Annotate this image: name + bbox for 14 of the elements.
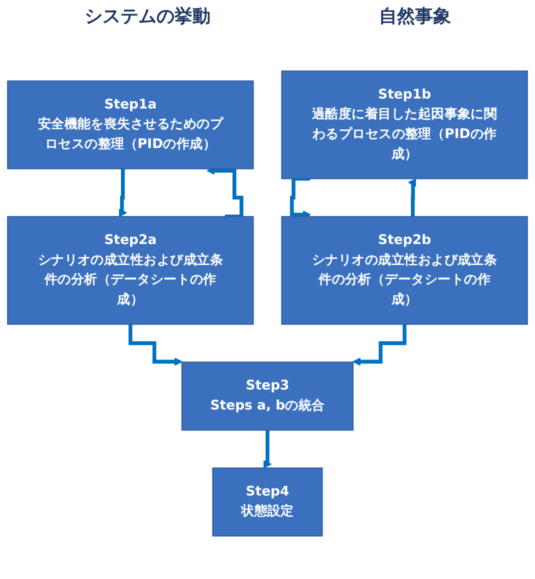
node-box: Step3 Steps a, bの統合: [181, 362, 354, 431]
node-box: Step1a 安全機能を喪失させるためのプロセスの整理（PIDの作成）: [7, 80, 254, 170]
arrow: [128, 322, 182, 366]
arrow: [118, 166, 128, 217]
column-heading: システムの挙動: [84, 5, 210, 28]
arrow: [352, 322, 406, 366]
node-box: Step2b シナリオの成立性および成立条件の分析（データシートの作成）: [281, 216, 528, 325]
arrow: [408, 178, 416, 218]
node-box: Step2a シナリオの成立性および成立条件の分析（データシートの作成）: [7, 216, 254, 325]
arrow: [290, 176, 311, 219]
arrow: [263, 428, 272, 468]
arrow: [206, 166, 244, 218]
node-box: Step1b 過酷度に着目した起因事象に関わるプロセスの整理（PIDの作成）: [281, 70, 528, 180]
column-heading: 自然事象: [378, 5, 451, 28]
